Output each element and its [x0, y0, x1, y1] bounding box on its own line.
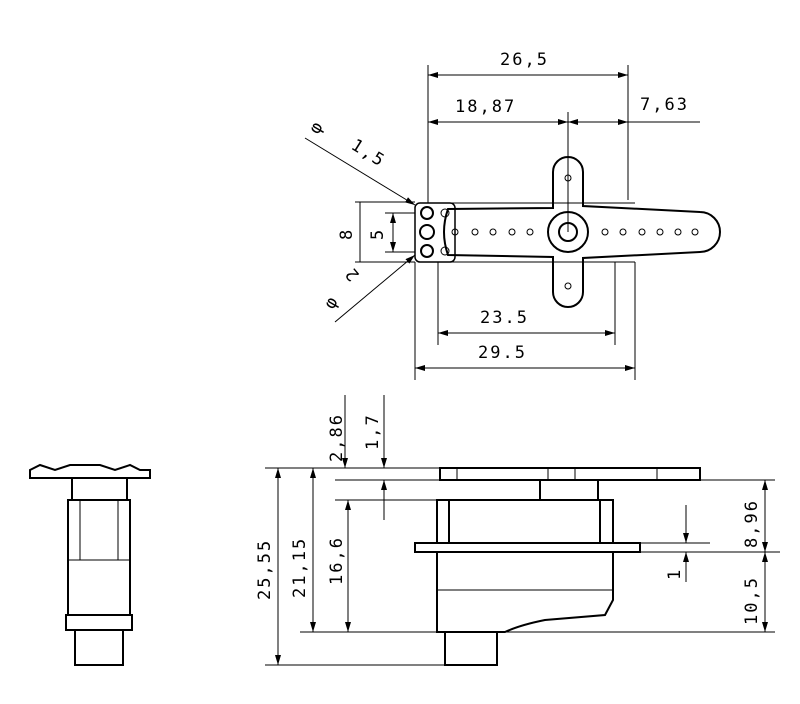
extension-lines	[355, 65, 636, 380]
dimension-lines	[304, 72, 700, 371]
dim-mount-length: 29.5	[478, 343, 527, 363]
dim-gap: 1,7	[363, 413, 383, 450]
dim-hole-spacing: 5	[368, 228, 388, 240]
dim-body-height: 16,6	[327, 536, 347, 585]
dim-hole-large-dia: 2	[341, 262, 364, 284]
dim-horn-offset: 18,87	[455, 97, 516, 117]
dim-horn-thickness: 2,86	[327, 413, 347, 462]
phi-symbol-large: φ	[320, 292, 343, 313]
servo-side	[414, 467, 701, 666]
side-extension-lines	[265, 395, 780, 666]
dim-body-length: 23.5	[480, 308, 529, 328]
servo-horn	[443, 156, 721, 308]
dim-hole-small-dia: 1,5	[347, 135, 389, 171]
top-view: 26,5 18,87 7,63 23.5 29.5 8 5 φ 1,5 φ 2	[304, 50, 721, 380]
dim-right-offset: 7,63	[640, 95, 689, 115]
phi-symbol-small: φ	[305, 117, 328, 138]
dim-tab-height: 8	[337, 228, 357, 240]
dim-lower-height: 10,5	[742, 576, 762, 625]
side-view: 2,86 1,7 25,55 21,15 16,6 1 8,96 10,5	[255, 395, 780, 666]
dim-overall-width: 26,5	[500, 50, 549, 70]
dim-upper-height: 8,96	[742, 499, 762, 548]
dim-height-to-bottom: 21,15	[290, 537, 310, 598]
dim-flange-thickness: 1	[665, 568, 685, 580]
dim-total-height: 25,55	[255, 539, 275, 600]
end-view	[29, 463, 151, 666]
